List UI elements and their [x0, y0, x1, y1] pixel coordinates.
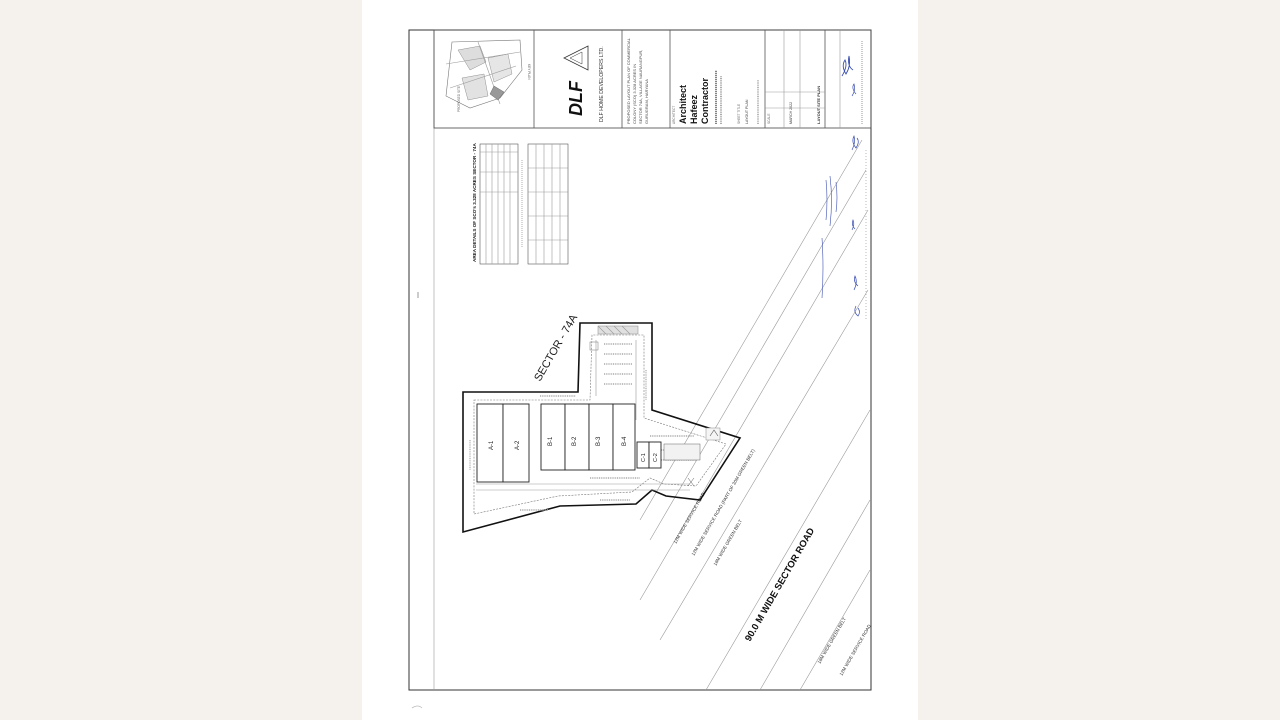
architect-caption: ARCHITECT: [672, 106, 676, 124]
area-table-title: AREA DETAILS OF SCO's 3.328 ACRES SECTOR…: [472, 143, 477, 262]
road-line-3: [639, 209, 869, 601]
key-plan-sketch: [445, 39, 523, 109]
facility-block: [663, 443, 701, 461]
signature-2: [851, 219, 856, 231]
company-name: DLF HOME DEVELOPERS LTD.: [599, 46, 605, 122]
service-road-bottom-label: 12M WIDE SERVICE ROAD: [839, 623, 873, 676]
signature-4: [854, 305, 860, 317]
key-plan-label: KEY PLAN: [527, 64, 531, 80]
date-value: MARCH 2022: [789, 102, 793, 124]
sheet-title: LAYOUT PLAN: [745, 99, 749, 124]
plot-C-2: [648, 441, 662, 469]
scan-scribble: [411, 705, 423, 709]
road-line-5: [705, 409, 871, 691]
architect-line-1: Architect: [678, 85, 688, 124]
architect-line-2: Hafeez: [689, 94, 699, 124]
dlf-logo: DLF: [563, 45, 589, 116]
road-line-6: [759, 499, 871, 691]
plot-B-3: [588, 403, 614, 471]
project-description-line-1: PROPOSED LAYOUT PLAN OF COMMERCIAL: [626, 37, 631, 124]
plot-A-1: [476, 403, 504, 483]
sector-road-label: 90.0 M WIDE SECTOR ROAD: [743, 526, 817, 643]
green-belt-bottom-label: 18M WIDE GREEN BELT: [817, 617, 848, 665]
internal-road: [473, 334, 727, 515]
sheet-title-caption: SHEET TITLE: [737, 104, 741, 124]
title-block-frame: [433, 29, 872, 129]
plot-A-2: [502, 403, 530, 483]
road-line-4: [659, 289, 869, 641]
signature-mark-2: [851, 83, 857, 97]
plot-label-C-1: C-1: [641, 453, 647, 462]
road-line-1: [639, 139, 863, 521]
drawing-title: LAYOUT SITE PLAN: [816, 86, 821, 124]
plot-label-B-3: B-3: [596, 436, 602, 446]
road-line-7: [799, 569, 871, 691]
plot-label-B-1: B-1: [548, 436, 554, 446]
plot-label-B-4: B-4: [622, 436, 628, 446]
handwritten-note: [825, 175, 838, 227]
area-table-upper-frame: [479, 143, 519, 265]
architect-line-3: Contractor: [700, 78, 710, 124]
logo-triangle-icon: [563, 45, 589, 71]
plot-B-4: [612, 403, 636, 471]
scale-caption: SCALE: [767, 114, 771, 124]
plot-label-B-2: B-2: [572, 436, 578, 446]
project-description-line-2: COLONY (SCO) 3.328 ACRES IN: [632, 64, 637, 124]
drawing-border: [408, 29, 872, 691]
proposed-site-label: PROPOSED SITE: [457, 86, 461, 112]
area-details-table: AREA DETAILS OF SCO's 3.328 ACRES SECTOR…: [472, 143, 569, 265]
site-boundary: [462, 322, 742, 534]
plot-label-A-2: A-2: [515, 440, 521, 450]
plot-label-C-2: C-2: [653, 453, 659, 462]
company-logo-text: DLF: [566, 80, 586, 116]
signature-1: [851, 135, 859, 151]
signature-3: [853, 275, 859, 291]
entry-marker: [705, 427, 721, 441]
approval-signatures: [821, 135, 867, 320]
plot-label-A-1: A-1: [489, 440, 495, 450]
signature-mark: [841, 55, 854, 77]
project-description-line-3: SECTOR 74A, VILLAGE NAURANGPUR,: [638, 50, 643, 124]
title-block: PROPOSED SITE KEY PLAN DLF DLF HOME DEVE…: [433, 29, 872, 129]
roads-and-green-belts: 12M WIDE SERVICE ROAD 12M WIDE SERVICE R…: [639, 139, 873, 691]
sector-label: SECTOR - 74A: [532, 312, 580, 384]
entry-arrow-icon: [709, 429, 719, 437]
project-description-line-4: GURUGRAM, HARYANA: [644, 79, 649, 124]
road-line-2: [649, 169, 867, 541]
area-table-lower-frame: [527, 143, 569, 265]
